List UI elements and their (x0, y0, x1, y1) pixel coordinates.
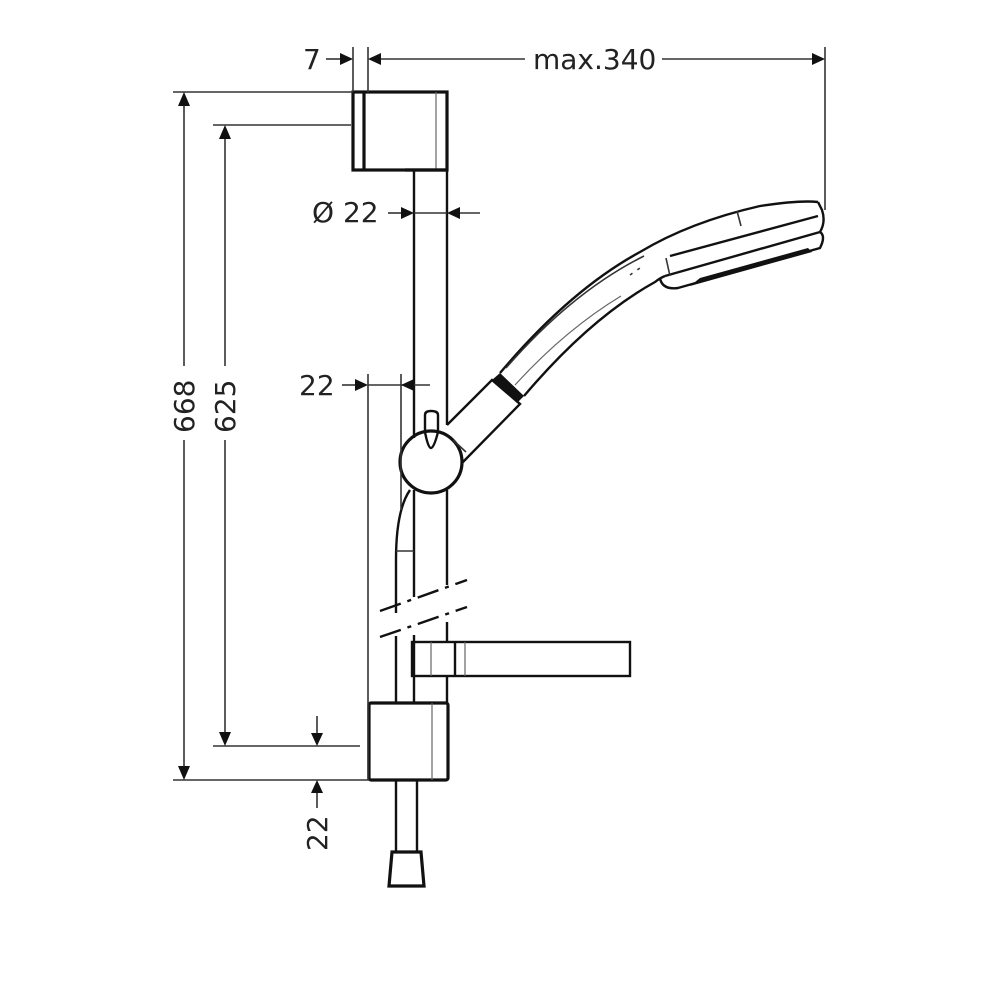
dim-bottom-bracket-offset (311, 716, 323, 808)
slider-with-handshower-holder (398, 378, 522, 495)
dim-top (326, 47, 826, 210)
dim-rail-diameter-label: Ø 22 (312, 196, 379, 229)
dim-wall-offset-label: 7 (303, 43, 321, 76)
dim-overall-height-label: 668 (168, 380, 201, 433)
shower-hose (394, 489, 414, 702)
dim-mounting-distance (213, 124, 360, 747)
dim-max-reach-label: max.340 (533, 43, 656, 76)
dim-bottom-bracket-offset-label: 22 (301, 815, 334, 851)
bottom-wall-bracket (367, 701, 450, 782)
top-wall-bracket (351, 90, 449, 172)
dim-overall-height (173, 91, 369, 781)
hand-shower (492, 200, 825, 403)
slide-rail (412, 170, 449, 702)
dim-rail-diameter (388, 207, 480, 219)
soap-shelf (410, 640, 632, 678)
dim-holder-offset (342, 374, 430, 780)
dim-mounting-distance-label: 625 (209, 380, 242, 433)
dim-holder-offset-label: 22 (299, 369, 335, 402)
hose-nut (387, 780, 426, 888)
break-lines (379, 578, 468, 639)
